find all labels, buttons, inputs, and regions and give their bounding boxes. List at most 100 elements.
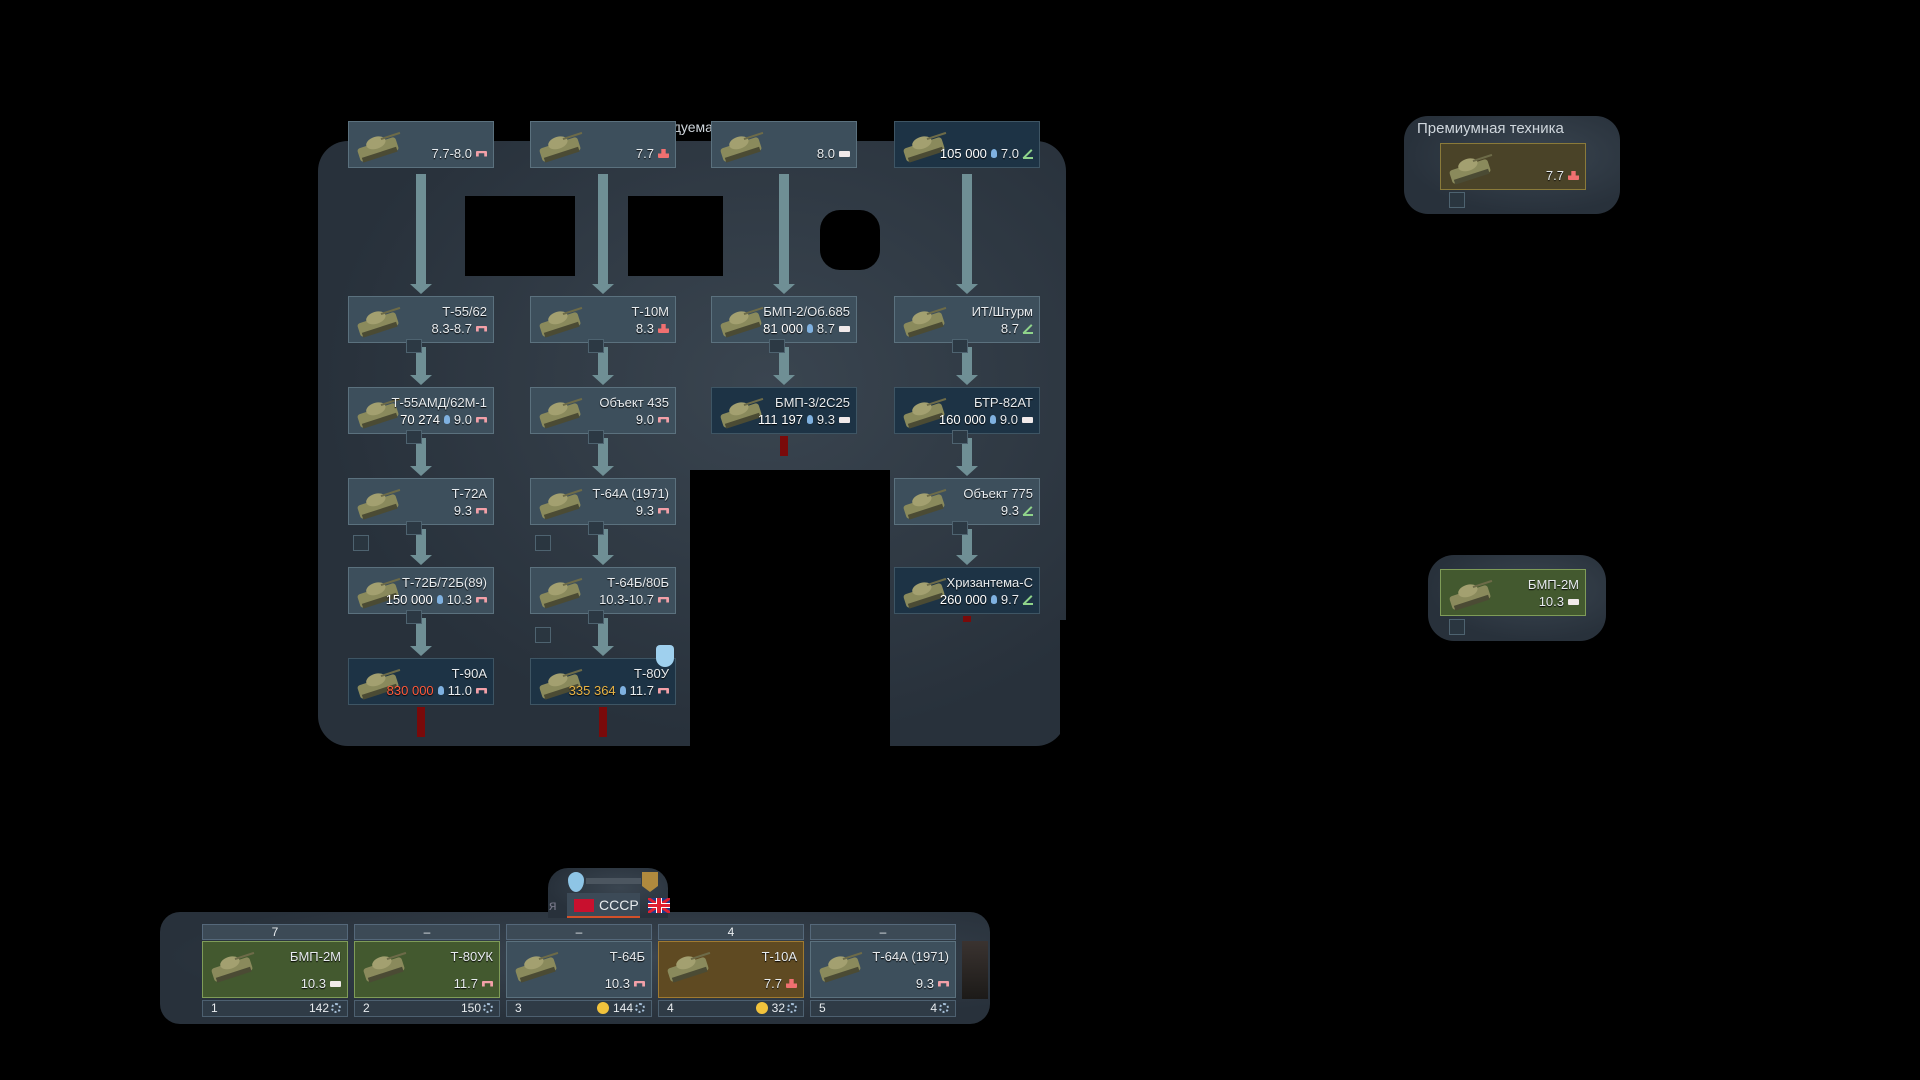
crew-icon xyxy=(535,627,551,643)
expand-group-icon[interactable] xyxy=(588,339,604,353)
research-cost: 160 000 xyxy=(938,412,986,427)
vehicle-image xyxy=(1445,576,1497,612)
heavy-vehicle-type-icon xyxy=(786,979,797,988)
rank-badge-icon[interactable] xyxy=(642,872,658,892)
gear-icon xyxy=(939,1003,949,1013)
td-vehicle-type-icon xyxy=(1023,149,1033,159)
vehicle-image xyxy=(511,948,563,984)
expand-group-icon[interactable] xyxy=(952,339,968,353)
vehicle-image xyxy=(353,574,405,610)
battle-rating: 9.0 xyxy=(453,412,472,427)
research-cost: 111 197 xyxy=(757,412,803,427)
battle-rating: 8.0 xyxy=(816,146,835,161)
expand-group-icon[interactable] xyxy=(952,430,968,444)
medium-vehicle-type-icon xyxy=(658,507,669,514)
vehicle-card[interactable]: 7.7-8.0 xyxy=(348,121,494,168)
warning-icon xyxy=(755,1002,768,1014)
battle-rating: 9.3 xyxy=(915,976,934,991)
battle-rating: 10.3 xyxy=(1538,594,1564,609)
country-tab-prev[interactable]: я xyxy=(549,897,557,913)
vehicle-stats: 9.0 xyxy=(636,412,669,427)
expand-group-icon[interactable] xyxy=(952,521,968,535)
research-marker-icon[interactable] xyxy=(656,645,674,667)
vehicle-image xyxy=(535,665,587,701)
commander-portrait[interactable] xyxy=(962,941,988,999)
research-pin-icon[interactable] xyxy=(568,872,584,892)
country-tab-ussr[interactable]: СССР xyxy=(567,893,640,918)
locked-branch-bar xyxy=(599,707,607,737)
expand-group-icon[interactable] xyxy=(588,521,604,535)
vehicle-card[interactable]: 7.7 xyxy=(530,121,676,168)
medium-vehicle-type-icon xyxy=(476,416,487,423)
vehicle-stats: 10.3-10.7 xyxy=(599,592,669,607)
expand-group-icon[interactable] xyxy=(769,339,785,353)
expand-group-icon[interactable] xyxy=(406,610,422,624)
premium-title: Премиумная техника xyxy=(1417,120,1564,137)
research-cost: 105 000 xyxy=(939,146,987,161)
mask xyxy=(690,470,890,750)
medium-vehicle-type-icon xyxy=(476,687,487,694)
battle-rating: 9.3 xyxy=(816,412,835,427)
uk-flag-icon[interactable] xyxy=(648,898,670,913)
expand-group-icon[interactable] xyxy=(406,430,422,444)
expand-group-icon[interactable] xyxy=(406,339,422,353)
td-vehicle-type-icon xyxy=(1023,595,1033,605)
battle-rating: 9.3 xyxy=(1000,503,1019,518)
medium-vehicle-type-icon xyxy=(658,416,669,423)
vehicle-card[interactable]: Т-64А (1971)9.3 xyxy=(530,478,676,525)
vehicle-image xyxy=(353,303,405,339)
medium-vehicle-type-icon xyxy=(938,980,949,987)
crew-slot-card[interactable]: Т-64А (1971)9.3 xyxy=(810,941,956,998)
expand-group-icon[interactable] xyxy=(406,521,422,535)
research-points-icon xyxy=(437,686,444,695)
vehicle-stats: 9.3 xyxy=(454,503,487,518)
expand-group-icon[interactable] xyxy=(588,430,604,444)
battle-rating: 11.0 xyxy=(447,683,472,698)
battle-rating: 8.3-8.7 xyxy=(431,321,472,336)
vehicle-image xyxy=(899,303,951,339)
vehicle-image xyxy=(716,128,768,164)
premium-vehicle-card[interactable]: 7.7 xyxy=(1440,143,1586,190)
vehicle-name: Т-90А xyxy=(451,666,487,681)
vehicle-stats: 7.7-8.0 xyxy=(432,146,487,161)
crew-points: 32 xyxy=(755,1001,797,1016)
research-arrow xyxy=(956,438,978,476)
research-points-icon xyxy=(989,415,996,424)
vehicle-image xyxy=(815,948,867,984)
research-cost: 150 000 xyxy=(385,592,433,607)
points-value: 150 xyxy=(460,1001,481,1015)
battle-rating: 10.3-10.7 xyxy=(599,592,654,607)
expand-group-icon[interactable] xyxy=(588,610,604,624)
research-arrow xyxy=(592,618,614,656)
vehicle-card[interactable]: 8.0 xyxy=(711,121,857,168)
